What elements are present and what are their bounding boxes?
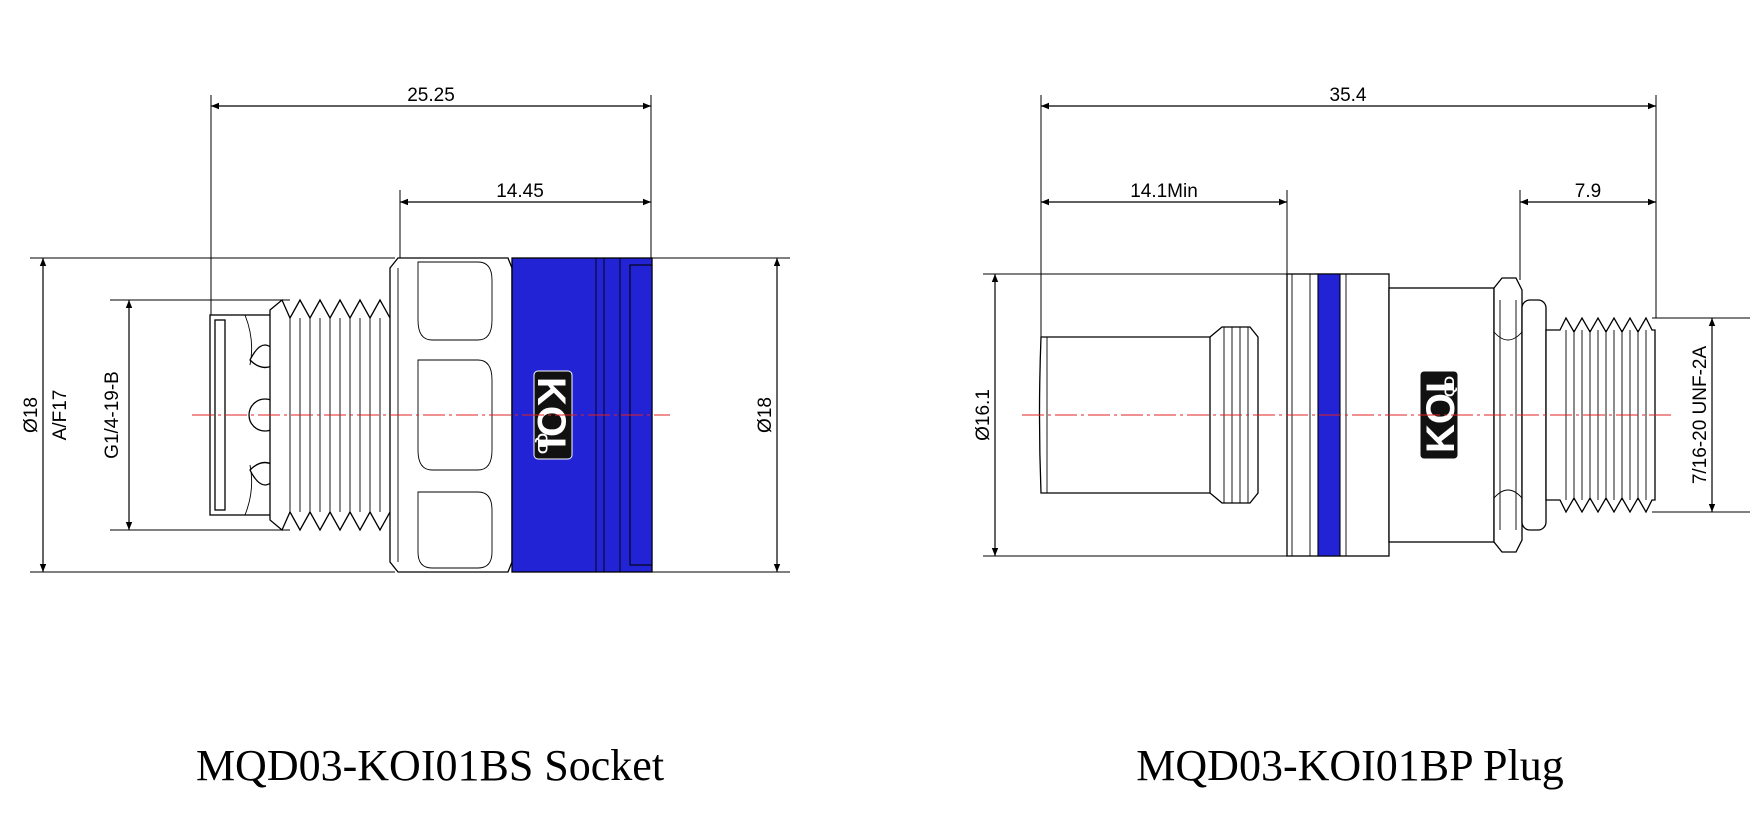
plug-logo: KOI QD (1419, 370, 1463, 460)
socket-left-dia-label: Ø18 (21, 397, 42, 433)
plug-thread-label: 7/16-20 UNF-2A (1690, 346, 1711, 485)
socket-thread-label: G1/4-19-B (102, 371, 123, 459)
socket-drawing: KOI QD 25.25 14.45 Ø18 A/F17 G1/4-19-B Ø… (21, 85, 790, 790)
plug-thread-length-label: 7.9 (1575, 181, 1601, 202)
socket-across-flats-label: A/F17 (50, 390, 71, 441)
socket-body-length-label: 14.45 (496, 181, 544, 202)
plug-drawing: KOI QD (973, 85, 1750, 790)
plug-caption: MQD03-KOI01BP Plug (1136, 741, 1563, 790)
plug-overall-length-label: 35.4 (1330, 85, 1367, 106)
socket-overall-length-label: 25.25 (407, 85, 455, 106)
socket-caption: MQD03-KOI01BS Socket (196, 741, 664, 790)
socket-logo: KOI QD (529, 370, 573, 460)
plug-logo-sub: QD (1441, 376, 1457, 397)
plug-logo-main: KOI (1419, 382, 1463, 453)
socket-logo-sub: QD (535, 433, 551, 454)
plug-engagement-label: 14.1Min (1130, 181, 1198, 202)
socket-logo-main: KOI (529, 377, 573, 448)
socket-right-dia-label: Ø18 (755, 397, 776, 433)
plug-body-dia-label: Ø16.1 (973, 389, 994, 441)
